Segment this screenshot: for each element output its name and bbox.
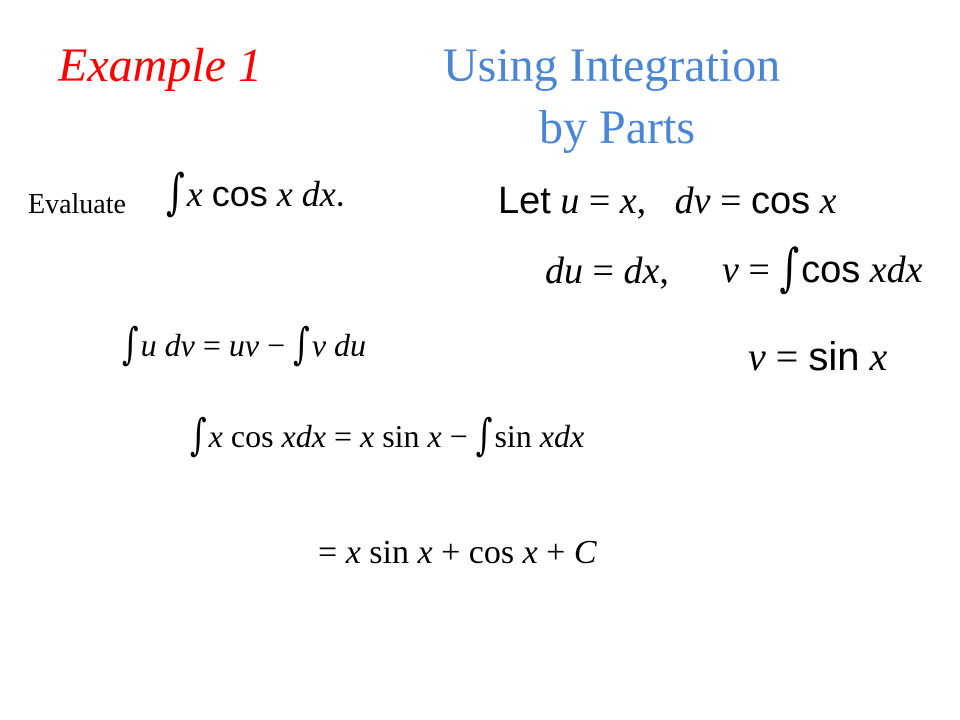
final-result: = x sin x + cos x + C xyxy=(318,534,597,571)
let-substitution: Let u = x, dv = cos x xyxy=(498,180,837,222)
applied-step: ∫x cos xdx = x sin x − ∫sin xdx xyxy=(190,409,585,461)
integral-sign-icon: ∫ xyxy=(122,318,139,370)
v-integral: v = ∫cos xdx xyxy=(722,237,923,298)
du-line: du = dx, xyxy=(545,250,669,292)
example-title: Example 1 xyxy=(58,39,262,92)
integral-sign-icon: ∫ xyxy=(166,165,185,221)
integral-sign-icon: ∫ xyxy=(475,409,493,461)
v-result: v = sin x xyxy=(748,334,888,379)
evaluate-label: Evaluate xyxy=(28,189,126,220)
integral-sign-icon: ∫ xyxy=(293,318,310,370)
parts-formula: ∫u dv = uv − ∫v du xyxy=(122,318,367,370)
problem-integral: ∫x cos x dx. xyxy=(166,165,345,221)
integral-sign-icon: ∫ xyxy=(190,409,207,461)
integral-sign-icon: ∫ xyxy=(779,237,800,298)
topic-title-line2: by Parts xyxy=(539,101,695,154)
topic-title-line1: Using Integration xyxy=(443,39,781,92)
